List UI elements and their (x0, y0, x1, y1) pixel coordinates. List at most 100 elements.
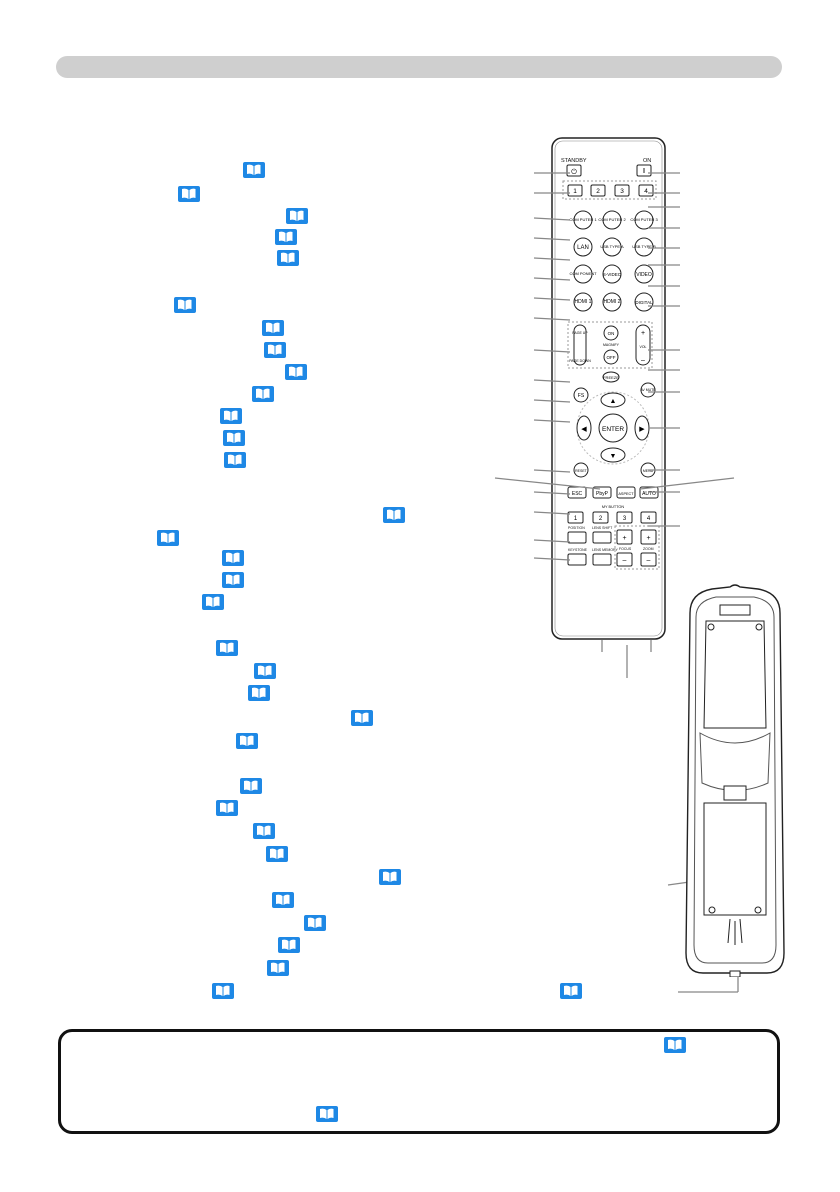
book-reference-icon (222, 572, 244, 588)
lens-shift-button[interactable] (592, 531, 612, 544)
leader-line (533, 399, 571, 403)
book-reference-icon (178, 186, 200, 202)
magnify-label: MAGNIFY (603, 343, 620, 347)
svg-text:LAN: LAN (577, 245, 589, 251)
leader-line (533, 557, 571, 561)
svg-text:ON: ON (608, 331, 615, 336)
leader-line (533, 217, 571, 221)
leader-line (533, 349, 571, 353)
on-label: ON (643, 158, 651, 164)
zoom-plus-button[interactable]: + (640, 529, 657, 545)
book-reference-icon (266, 846, 288, 862)
book-reference-icon (236, 733, 258, 749)
my-button-1[interactable]: 1 (567, 511, 584, 524)
svg-text:PAGE UP: PAGE UP (572, 331, 588, 335)
my-button-2[interactable]: 2 (592, 511, 609, 524)
standby-button[interactable]: ⏻ (566, 164, 582, 177)
position-button[interactable] (567, 531, 587, 544)
zoom-minus-button[interactable]: – (640, 552, 657, 567)
av-mute-button[interactable]: AV MUTE (640, 382, 656, 398)
focus-plus-button[interactable]: + (616, 529, 633, 545)
book-reference-icon (285, 364, 307, 380)
book-reference-icon (253, 823, 275, 839)
aspect-button[interactable]: ASPECT (616, 486, 636, 499)
book-reference-icon (243, 162, 265, 178)
leader-line (533, 469, 571, 473)
usb-type-b-button[interactable]: USB TYPE B (632, 237, 656, 257)
up-arrow-icon: ▲ (610, 398, 617, 405)
down-arrow-icon: ▼ (610, 453, 617, 460)
leader-line (533, 379, 571, 383)
leader-line (533, 257, 571, 261)
page-up-down-rocker[interactable]: PAGE UP PAGE DOWN (569, 324, 591, 366)
lens-memory-button[interactable] (592, 553, 612, 566)
my-button-4[interactable]: 4 (640, 511, 657, 524)
svg-text:–: – (623, 557, 627, 564)
svg-text:HDMI 1: HDMI 1 (575, 299, 592, 305)
book-reference-icon (220, 408, 242, 424)
book-reference-icon (304, 915, 326, 931)
leader-line (639, 477, 735, 490)
input-1-button[interactable]: 1 (567, 184, 583, 197)
svg-text:HDMI 2: HDMI 2 (604, 299, 621, 305)
book-reference-icon (240, 778, 262, 794)
reset-button[interactable]: RESET (573, 462, 589, 478)
component-button[interactable]: COM PONENT (569, 264, 597, 284)
lens-shift-label: LENS SHIFT (592, 526, 613, 530)
left-arrow-icon: ◀ (581, 426, 587, 433)
book-reference-icon (224, 452, 246, 468)
s-video-button[interactable]: S-VIDEO (602, 264, 622, 284)
zoom-label: ZOOM (643, 547, 654, 551)
usb-type-a-button[interactable]: USB TYPE A (600, 237, 624, 257)
svg-text:COM PUTER 2: COM PUTER 2 (598, 217, 626, 222)
svg-text:+: + (646, 535, 650, 542)
my-button-label: MY BUTTON (602, 505, 624, 509)
svg-text:PAGE DOWN: PAGE DOWN (569, 359, 591, 363)
on-button[interactable] (636, 164, 652, 177)
standby-label: STANDBY (561, 158, 587, 164)
svg-text:–: – (641, 357, 645, 364)
leader-line (533, 317, 571, 321)
my-button-3[interactable]: 3 (616, 511, 633, 524)
book-reference-icon (157, 530, 179, 546)
focus-minus-button[interactable]: – (616, 552, 633, 567)
input-2-button[interactable]: 2 (590, 184, 606, 197)
magnify-off-button[interactable]: OFF (603, 349, 619, 365)
svg-text:OFF: OFF (607, 355, 616, 360)
book-reference-icon (267, 960, 289, 976)
svg-text:3: 3 (623, 516, 627, 522)
leader-line (533, 491, 571, 495)
svg-text:COM PUTER 1: COM PUTER 1 (569, 217, 597, 222)
book-reference-icon (383, 507, 405, 523)
magnify-on-button[interactable]: ON (603, 325, 619, 341)
direction-pad[interactable]: ▲ ▼ ◀ ▶ ENTER (576, 391, 650, 465)
svg-text:COM PONENT: COM PONENT (569, 271, 597, 276)
book-reference-icon (262, 320, 284, 336)
computer-1-button[interactable]: COM PUTER 1 (569, 210, 597, 230)
leader-line (533, 297, 571, 301)
volume-rocker[interactable]: + VOL – (635, 324, 651, 366)
book-reference-icon (222, 550, 244, 566)
computer-3-button[interactable]: COM PUTER 3 (630, 210, 658, 230)
video-button[interactable]: VIDEO (634, 264, 654, 284)
remote-control-front: STANDBY ON ⏻ 1 2 3 4 COM PUTER 1 COM PUT… (551, 137, 666, 640)
book-reference-icon (275, 229, 297, 245)
freeze-button[interactable]: FREEZE (602, 371, 620, 383)
pbyp-button[interactable]: PbyP (592, 486, 612, 499)
svg-text:1: 1 (574, 516, 578, 522)
svg-text:+: + (641, 330, 645, 337)
svg-text:USB TYPE A: USB TYPE A (600, 244, 624, 249)
input-3-button[interactable]: 3 (614, 184, 630, 197)
hdmi-1-button[interactable]: HDMI 1 (573, 292, 593, 312)
leader-line (533, 237, 571, 241)
hdmi-2-button[interactable]: HDMI 2 (602, 292, 622, 312)
computer-2-button[interactable]: COM PUTER 2 (598, 210, 626, 230)
lan-button[interactable]: LAN (573, 237, 593, 257)
right-arrow-icon: ▶ (639, 426, 645, 433)
svg-text:PbyP: PbyP (596, 491, 609, 497)
leader-line (533, 277, 571, 281)
svg-text:DIGITAL: DIGITAL (635, 300, 653, 305)
section-header-bar (56, 56, 782, 78)
fs-button[interactable]: FS (573, 387, 589, 403)
